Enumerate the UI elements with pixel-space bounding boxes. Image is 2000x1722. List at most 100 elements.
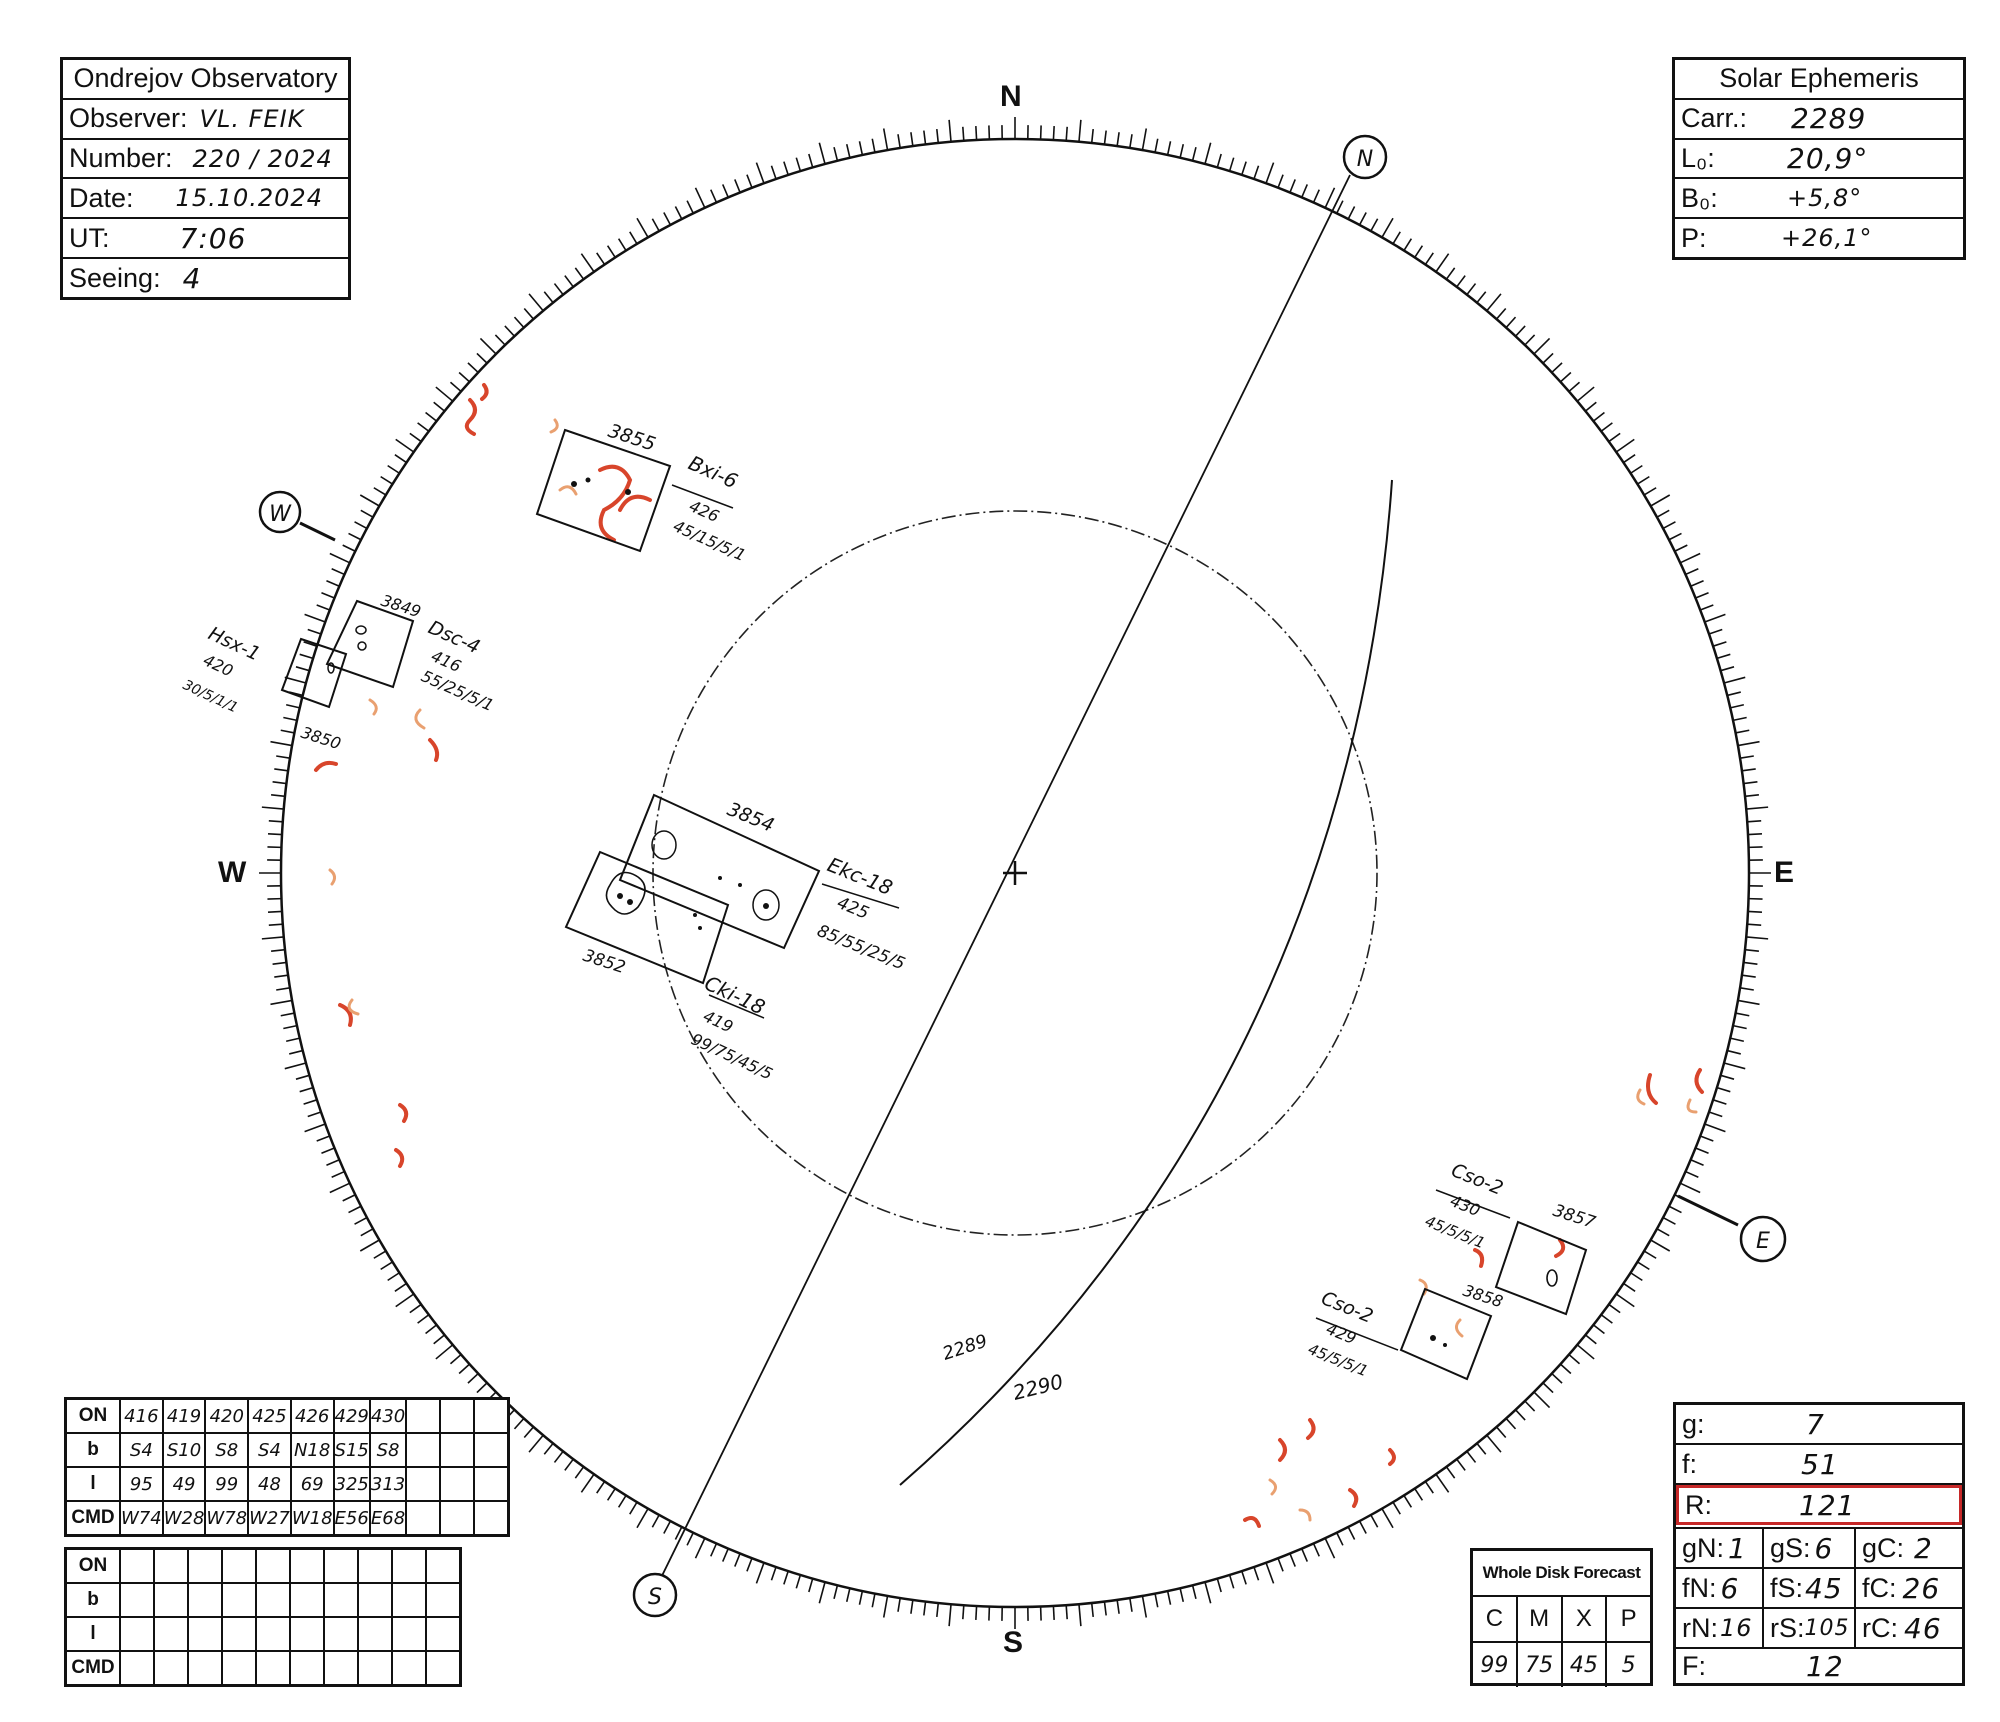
limb-tick — [755, 1562, 765, 1584]
limb-tick — [1542, 352, 1554, 364]
limb-tick — [674, 206, 683, 220]
number-value: 220 / 2024 — [192, 144, 333, 173]
limb-tick — [1674, 544, 1688, 552]
limb-tick — [1615, 438, 1635, 453]
fn-value: 6 — [1720, 1571, 1740, 1605]
limb-tick — [449, 381, 462, 393]
limb-tick — [721, 184, 729, 198]
limb-tick — [1336, 200, 1344, 214]
limb-tick — [1336, 1532, 1344, 1546]
limb-tick — [1191, 1585, 1197, 1599]
table-cell: 416 — [119, 1397, 164, 1434]
central-meridian-curve — [899, 479, 1393, 1486]
limb-tick — [1708, 628, 1723, 635]
limb-tick — [1690, 579, 1704, 587]
limb-tick — [674, 1526, 683, 1540]
table-cell: S4 — [119, 1432, 164, 1468]
limb-tick — [513, 316, 525, 329]
limb-tick — [528, 293, 544, 312]
limb-tick — [663, 212, 672, 226]
limb-tick — [1716, 1086, 1731, 1093]
limb-tick — [770, 1566, 777, 1581]
observer-value: VL. FEIK — [199, 104, 305, 133]
limb-tick — [1743, 961, 1758, 965]
limb-tick — [1392, 1501, 1401, 1515]
limb-tick — [1524, 334, 1536, 346]
fc-value: 26 — [1902, 1571, 1941, 1605]
limb-tick — [1699, 604, 1714, 611]
limb-tick — [962, 126, 965, 141]
table-cell — [323, 1582, 359, 1618]
limb-tick — [1216, 1578, 1222, 1593]
group-3852: 3852 Cki-18 419 99/75/45/5 — [564, 850, 776, 1084]
carr-label: Carr.: — [1681, 103, 1748, 134]
limb-tick — [1704, 613, 1726, 623]
limb-tick — [1312, 1543, 1320, 1557]
table-cell — [187, 1582, 223, 1618]
limb-tick — [1228, 1574, 1235, 1589]
limb-tick — [1668, 1205, 1682, 1214]
limb-tick — [651, 218, 660, 232]
limb-tick — [910, 132, 914, 147]
table-cell: N18 — [289, 1432, 335, 1468]
group-3857: 3857 Cso-2 430 45/5/5/1 — [1423, 1159, 1598, 1316]
limb-tick — [316, 604, 331, 611]
limb-tick — [663, 1520, 672, 1534]
limb-tick — [606, 1488, 616, 1501]
limb-tick — [1253, 165, 1260, 180]
limb-tick — [295, 666, 310, 672]
group-3850: 3850 Hsx-1 420 30/5/1/1 — [180, 623, 348, 753]
limb-tick — [1662, 521, 1676, 530]
limb-tick — [1253, 1566, 1260, 1581]
meridian-label-2289: 2289 — [940, 1331, 990, 1365]
limb-tick — [1716, 653, 1731, 660]
svg-text:45/5/5/1: 45/5/5/1 — [1423, 1212, 1488, 1252]
limb-tick — [1435, 1473, 1450, 1493]
limb-tick — [1712, 641, 1727, 647]
limb-tick — [1741, 974, 1756, 978]
limb-tick — [435, 1344, 454, 1360]
carr-value: 2289 — [1791, 102, 1867, 136]
limb-tick — [1746, 806, 1769, 810]
limb-tick — [1301, 184, 1309, 198]
limb-tick — [1466, 283, 1477, 296]
limb-tick — [845, 1588, 851, 1603]
limb-tick — [1747, 923, 1762, 926]
limb-tick — [1445, 1466, 1456, 1479]
limb-tick — [380, 1261, 393, 1271]
limb-tick — [467, 362, 479, 373]
date-value: 15.10.2024 — [175, 184, 323, 213]
limb-tick — [433, 401, 446, 412]
limb-tick — [1608, 432, 1621, 443]
limb-tick — [897, 1597, 901, 1612]
limb-tick — [329, 1182, 351, 1194]
limb-tick — [975, 125, 978, 141]
limb-tick — [1732, 716, 1747, 722]
table-cell — [289, 1650, 325, 1687]
row-header: ON — [64, 1397, 121, 1434]
limb-tick — [283, 1024, 298, 1030]
limb-tick — [433, 1334, 446, 1345]
limb-tick — [1737, 740, 1760, 747]
limb-tick — [1737, 999, 1760, 1006]
limb-tick — [331, 1170, 345, 1178]
svg-text:3857: 3857 — [1550, 1201, 1598, 1233]
w-circle-icon: W — [258, 490, 302, 534]
rn-label: rN: — [1682, 1612, 1718, 1643]
limb-tick — [795, 1574, 802, 1589]
table-cell — [405, 1432, 442, 1468]
table-cell — [439, 1432, 476, 1468]
limb-tick — [1559, 371, 1572, 383]
svg-text:55/25/5/1: 55/25/5/1 — [418, 666, 496, 715]
table-cell: 49 — [161, 1466, 207, 1502]
limb-tick — [710, 189, 718, 203]
gs-value: 6 — [1814, 1531, 1834, 1565]
forecast-header: P — [1620, 1605, 1637, 1632]
table-cell — [473, 1397, 510, 1434]
fs-label: fS: — [1770, 1572, 1804, 1603]
table-cell — [391, 1547, 427, 1584]
limb-tick — [1141, 128, 1148, 151]
limb-tick — [348, 532, 362, 541]
limb-tick — [1533, 1391, 1551, 1409]
